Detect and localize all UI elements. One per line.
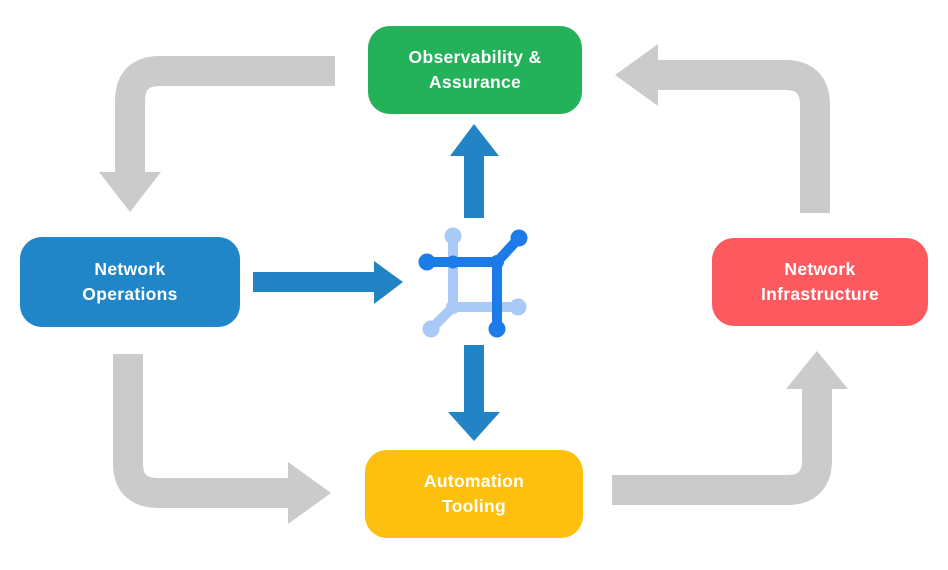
node-network-operations: Network Operations (20, 237, 240, 327)
node-network-infrastructure: Network Infrastructure (712, 238, 928, 326)
node-automation-tooling: Automation Tooling (365, 450, 583, 538)
node-automation-label: Automation Tooling (423, 471, 525, 516)
node-observability-label: Observability & Assurance (408, 47, 542, 92)
cycle-arrow-automation-to-infrastructure (612, 351, 848, 505)
network-mesh-icon (418, 227, 528, 338)
node-operations-label: Network Operations (82, 259, 178, 304)
flow-arrow-operations-to-center (253, 261, 403, 304)
node-infrastructure-label: Network Infrastructure (761, 259, 879, 304)
cycle-arrow-operations-to-automation (113, 354, 331, 524)
cycle-arrow-observability-to-operations (99, 56, 335, 212)
flow-arrow-center-to-observability (450, 124, 499, 218)
node-observability-assurance: Observability & Assurance (368, 26, 582, 114)
cycle-arrow-infrastructure-to-observability (615, 44, 830, 213)
flow-arrow-center-to-automation (448, 345, 500, 441)
